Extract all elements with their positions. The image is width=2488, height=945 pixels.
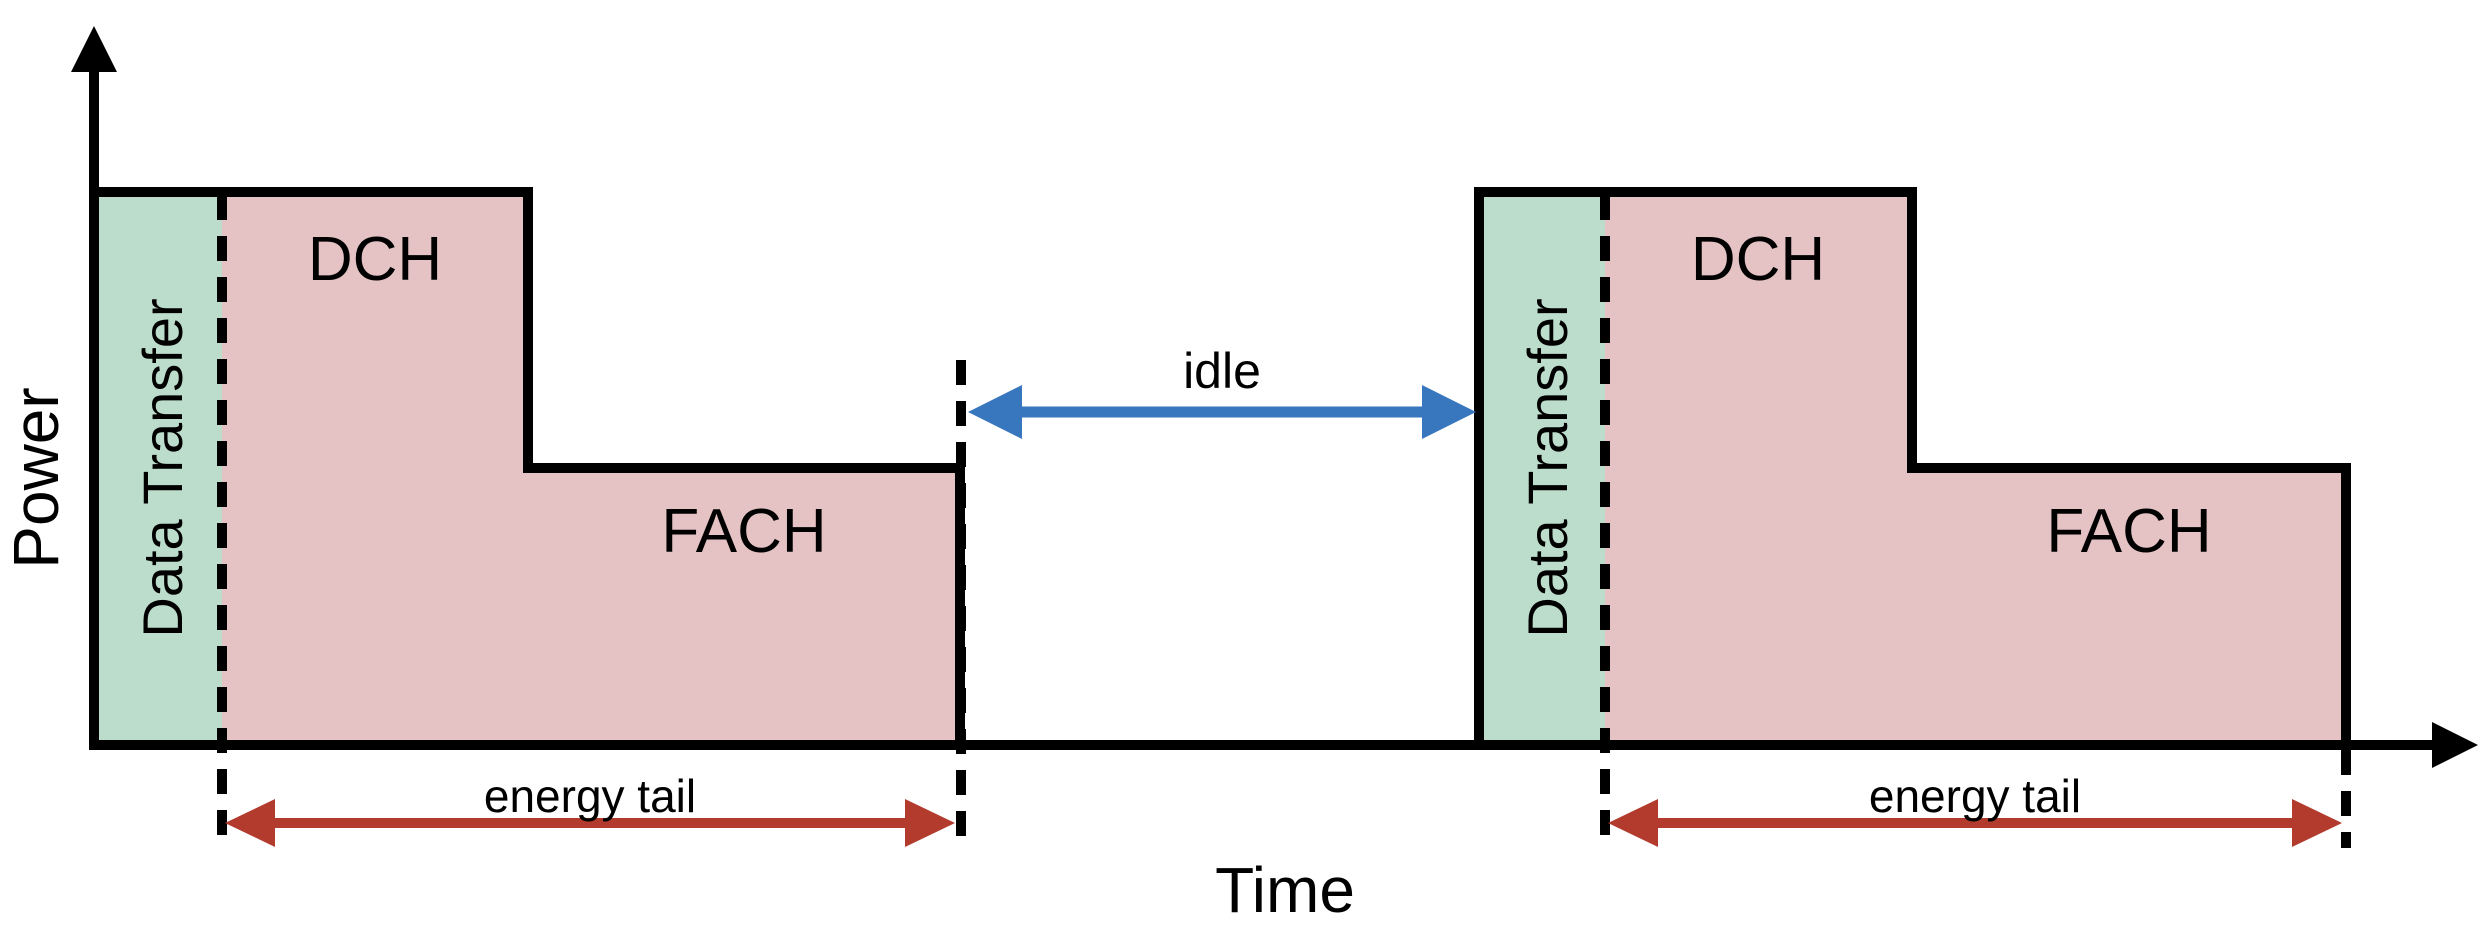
idle-label: idle — [1183, 343, 1261, 399]
burst1-energy-tail-right-head — [905, 799, 955, 847]
burst1-fach-fill — [528, 473, 960, 745]
burst2-energy-tail-label: energy tail — [1869, 770, 2081, 822]
burst1-data-transfer-fill — [99, 197, 222, 745]
burst2-energy-tail-right-head — [2292, 799, 2342, 847]
y-axis-arrowhead-icon — [71, 26, 117, 72]
idle-arrow-right-head — [1422, 385, 1476, 439]
burst2-fach-fill — [1912, 473, 2346, 745]
burst2-data-transfer-label: Data Transfer — [1516, 298, 1579, 637]
burst1-dch-fill — [222, 197, 528, 745]
burst1-fach-label: FACH — [661, 497, 826, 566]
x-axis-arrowhead-icon — [2432, 722, 2478, 768]
y-axis-label: Power — [0, 387, 72, 568]
burst1-energy-tail-label: energy tail — [484, 770, 696, 822]
idle-arrow-icon — [968, 385, 1476, 439]
burst2-fach-label: FACH — [2046, 497, 2211, 566]
burst1-energy-tail-arrow-icon — [225, 799, 955, 847]
burst1-dch-label: DCH — [308, 225, 442, 294]
burst2-dch-fill — [1605, 197, 1912, 745]
burst2-energy-tail-arrow-icon — [1608, 799, 2342, 847]
burst1-data-transfer-label: Data Transfer — [131, 298, 194, 637]
x-axis-label: Time — [1215, 854, 1355, 926]
burst2-energy-tail-left-head — [1608, 799, 1658, 847]
idle-arrow-left-head — [968, 385, 1022, 439]
burst2-dch-label: DCH — [1691, 225, 1825, 294]
burst1-energy-tail-left-head — [225, 799, 275, 847]
burst2-outline — [1474, 187, 2351, 745]
burst2-data-transfer-fill — [1484, 197, 1605, 745]
